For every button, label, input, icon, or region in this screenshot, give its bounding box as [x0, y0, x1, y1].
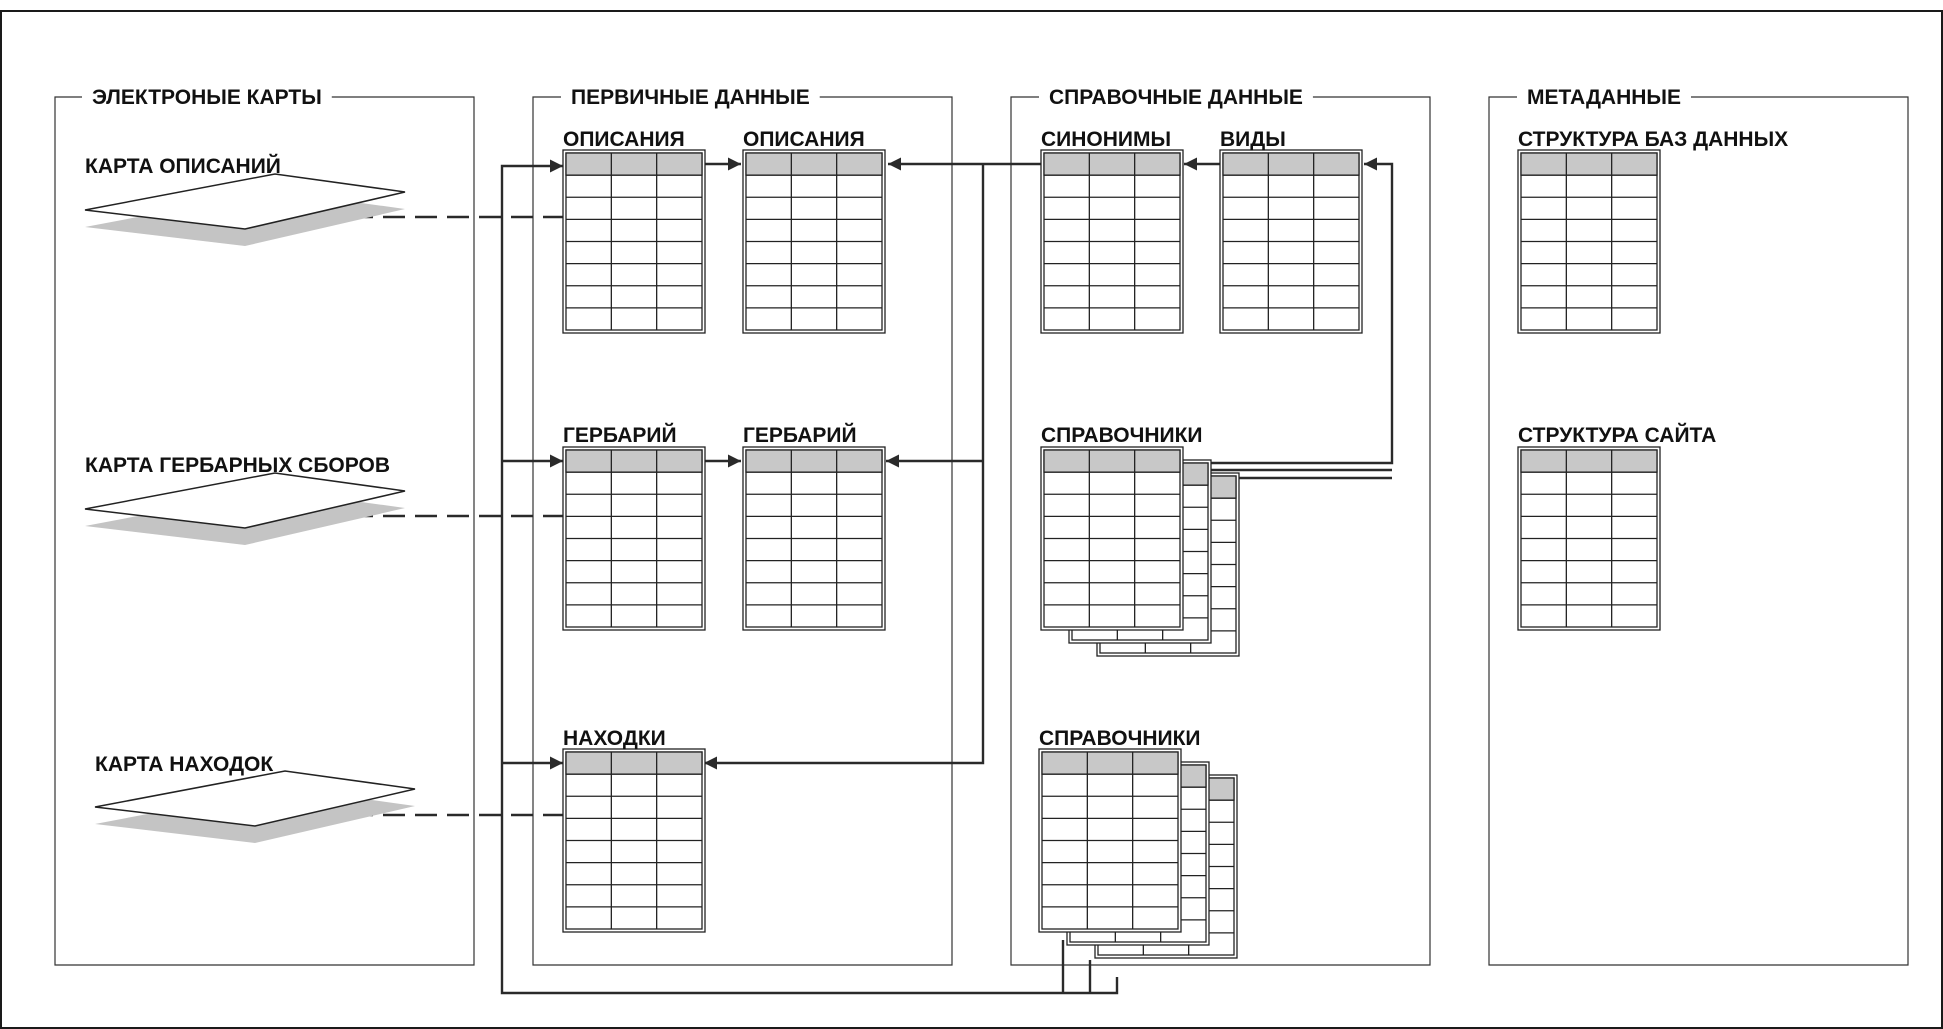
group-box-primary: [532, 96, 953, 966]
table-label-handbooks-1: СПРАВОЧНИКИ: [1041, 424, 1203, 447]
table-labels: ОПИСАНИЯ ОПИСАНИЯ ГЕРБАРИЙ ГЕРБАРИЙ НАХО…: [563, 128, 1788, 750]
table-herbarium-b: [742, 446, 886, 631]
table-herbarium-a: [562, 446, 706, 631]
table-label-descriptions-a: ОПИСАНИЯ: [563, 128, 685, 151]
group-titles: ЭЛЕКТРОНЫЕ КАРТЫ ПЕРВИЧНЫЕ ДАННЫЕ СПРАВО…: [92, 86, 1681, 109]
table-label-finds: НАХОДКИ: [563, 727, 666, 750]
table-label-descriptions-b: ОПИСАНИЯ: [743, 128, 865, 151]
table-label-site-structure: СТРУКТУРА САЙТА: [1518, 423, 1716, 447]
map-label-descriptions: КАРТА ОПИСАНИЙ: [85, 154, 281, 178]
connectors: [300, 157, 1394, 995]
table-synonyms: [1040, 149, 1184, 334]
table-handbooks-1-front: [1040, 446, 1184, 631]
table-label-synonyms: СИНОНИМЫ: [1041, 128, 1171, 151]
table-label-species: ВИДЫ: [1220, 128, 1286, 151]
outer-frame: [0, 10, 1943, 1029]
group-title-metadata: МЕТАДАННЫЕ: [1527, 86, 1681, 109]
group-box-metadata: [1488, 96, 1909, 966]
table-descriptions-a: [562, 149, 706, 334]
tables: [562, 149, 1661, 959]
table-finds: [562, 748, 706, 933]
map-label-finds: КАРТА НАХОДОК: [95, 753, 273, 776]
map-sheet-descriptions: [84, 173, 406, 246]
table-species: [1219, 149, 1363, 334]
group-box-reference: [1010, 96, 1431, 966]
table-site-structure: [1517, 446, 1661, 631]
table-descriptions-b: [742, 149, 886, 334]
map-sheet-herbarium: [84, 472, 406, 545]
link-handbooks-to-species: [1179, 157, 1394, 465]
group-title-primary: ПЕРВИЧНЫЕ ДАННЫЕ: [571, 86, 810, 109]
table-label-herbarium-b: ГЕРБАРИЙ: [743, 423, 857, 447]
map-labels: КАРТА ОПИСАНИЙ КАРТА ГЕРБАРНЫХ СБОРОВ КА…: [85, 154, 390, 776]
group-title-maps: ЭЛЕКТРОНЫЕ КАРТЫ: [92, 86, 322, 109]
group-title-reference: СПРАВОЧНЫЕ ДАННЫЕ: [1049, 86, 1303, 109]
table-db-structure: [1517, 149, 1661, 334]
map-label-herbarium: КАРТА ГЕРБАРНЫХ СБОРОВ: [85, 454, 390, 477]
table-label-herbarium-a: ГЕРБАРИЙ: [563, 423, 677, 447]
table-label-handbooks-2: СПРАВОЧНИКИ: [1039, 727, 1201, 750]
map-sheets: [84, 173, 416, 843]
groups: [54, 96, 1909, 966]
group-box-maps: [54, 96, 475, 966]
map-sheet-finds: [94, 770, 416, 843]
table-handbooks-2-front: [1038, 748, 1182, 933]
link-synonyms-to-finds: [704, 164, 985, 770]
link-handbooks-to-descriptions: [500, 159, 1119, 995]
table-label-db-structure: СТРУКТУРА БАЗ ДАННЫХ: [1518, 128, 1788, 151]
